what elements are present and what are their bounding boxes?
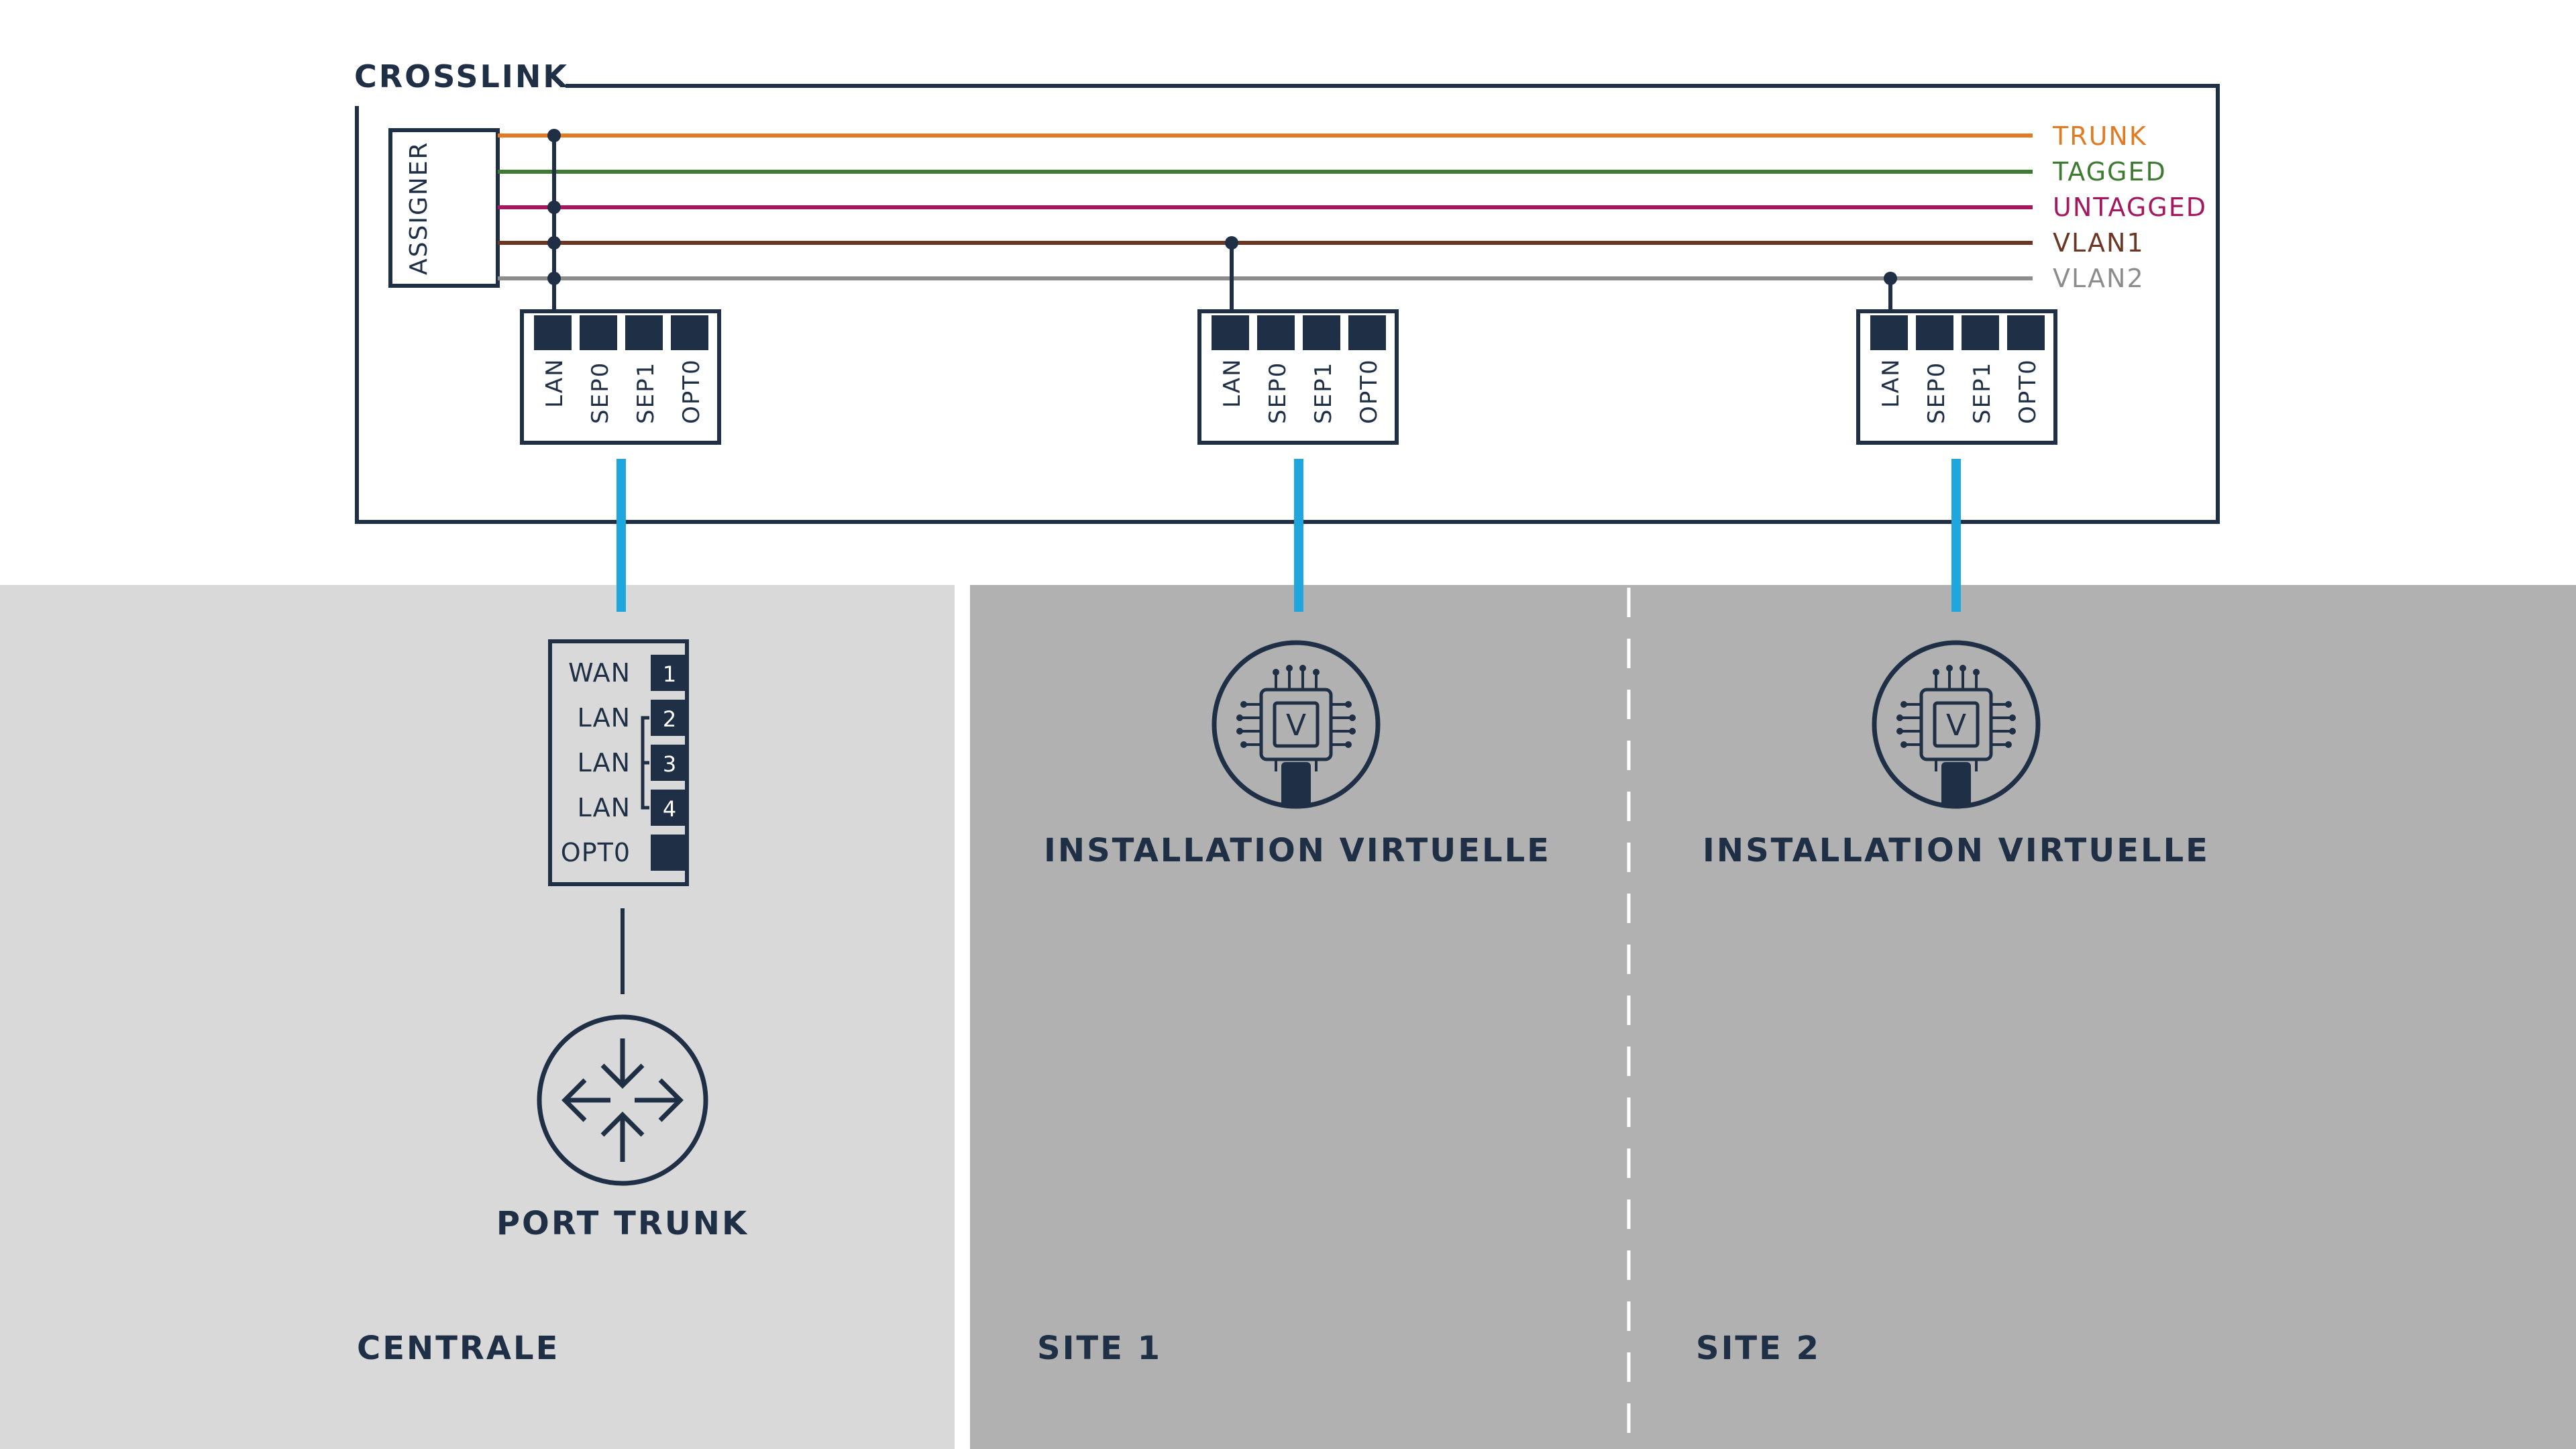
bus-label-vlan1: VLAN1 <box>2053 228 2145 258</box>
virtual-install-label: INSTALLATION VIRTUELLE <box>1044 832 1551 869</box>
port-block <box>580 315 617 350</box>
zone-label-site2: SITE 2 <box>1696 1330 1821 1367</box>
port-block <box>1962 315 1999 350</box>
zone-sites-bg <box>970 585 2576 1449</box>
zone-label-centrale: CENTRALE <box>357 1330 559 1367</box>
port-label: SEP1 <box>1310 362 1337 424</box>
port-label: LAN <box>541 358 568 408</box>
port-block <box>534 315 572 350</box>
port-block <box>671 315 708 350</box>
port-label: OPT0 <box>678 358 705 424</box>
chip-letter: V <box>1946 708 1966 743</box>
zone-label-site1: SITE 1 <box>1037 1330 1162 1367</box>
port-label: SEP0 <box>1923 362 1950 424</box>
device-port <box>651 745 688 781</box>
crosslink-frame: CROSSLINK <box>354 58 2220 524</box>
port-label: SEP1 <box>633 362 659 424</box>
device-port-number: 2 <box>663 706 676 732</box>
assigner-box: ASSIGNER <box>388 128 500 288</box>
port-label: SEP1 <box>1969 362 1996 424</box>
port-label: SEP0 <box>587 362 614 424</box>
bus-label-untagged: UNTAGGED <box>2053 193 2207 222</box>
port-block <box>625 315 663 350</box>
switch-centrale: LAN SEP0 SEP1 OPT0 <box>520 309 721 445</box>
device-port <box>651 790 688 826</box>
port-trunk-label: PORT TRUNK <box>496 1205 749 1242</box>
device-port <box>651 700 688 736</box>
device-port-label: WAN <box>568 658 631 688</box>
bus-lines: TRUNK TAGGED UNTAGGED VLAN1 VLAN2 <box>498 121 2207 293</box>
bus-label-tagged: TAGGED <box>2052 157 2167 186</box>
chip-letter: V <box>1286 708 1306 743</box>
device-port-number: 1 <box>663 661 676 687</box>
tap-dot-untagged <box>547 201 561 214</box>
port-label: OPT0 <box>2015 358 2041 424</box>
firewall-device: WAN LAN LAN LAN OPT0 1 2 3 4 <box>548 639 689 886</box>
router-icon <box>537 1014 708 1186</box>
device-port <box>651 835 688 871</box>
switch-site2: LAN SEP0 SEP1 OPT0 <box>1856 309 2057 445</box>
port-block <box>1916 315 1953 350</box>
assigner-label: ASSIGNER <box>405 141 433 275</box>
port-block <box>1257 315 1295 350</box>
device-port <box>651 655 688 691</box>
bus-label-vlan2: VLAN2 <box>2053 264 2145 293</box>
device-port-label: OPT0 <box>561 838 631 867</box>
bus-taps <box>547 129 1897 315</box>
port-block <box>1303 315 1340 350</box>
zone-centrale-bg <box>0 585 955 1449</box>
port-block <box>1870 315 1908 350</box>
port-block <box>1212 315 1249 350</box>
uplinks <box>616 459 1961 612</box>
tap-dot-vlan1 <box>547 236 561 250</box>
port-label: LAN <box>1219 358 1246 408</box>
virtual-chip-icon: V <box>1212 640 1381 809</box>
device-port-label: LAN <box>578 748 631 777</box>
bus-label-trunk: TRUNK <box>2052 121 2147 151</box>
tap-dot-site2-vlan2 <box>1884 272 1897 285</box>
port-label: OPT0 <box>1356 358 1383 424</box>
tap-dot-site1-vlan1 <box>1225 236 1238 250</box>
port-block <box>1348 315 1386 350</box>
device-port-label: LAN <box>578 793 631 822</box>
crosslink-title: CROSSLINK <box>354 58 569 95</box>
device-port-label: LAN <box>578 703 631 733</box>
device-port-number: 4 <box>663 796 676 822</box>
tap-dot-vlan2 <box>547 272 561 285</box>
port-label: LAN <box>1878 358 1904 408</box>
tap-dot-trunk <box>547 129 561 142</box>
device-port-number: 3 <box>663 751 676 777</box>
switch-site1: LAN SEP0 SEP1 OPT0 <box>1197 309 1399 445</box>
virtual-install-label: INSTALLATION VIRTUELLE <box>1703 832 2210 869</box>
port-label: SEP0 <box>1265 362 1291 424</box>
virtual-chip-icon: V <box>1872 640 2041 809</box>
port-block <box>2007 315 2045 350</box>
